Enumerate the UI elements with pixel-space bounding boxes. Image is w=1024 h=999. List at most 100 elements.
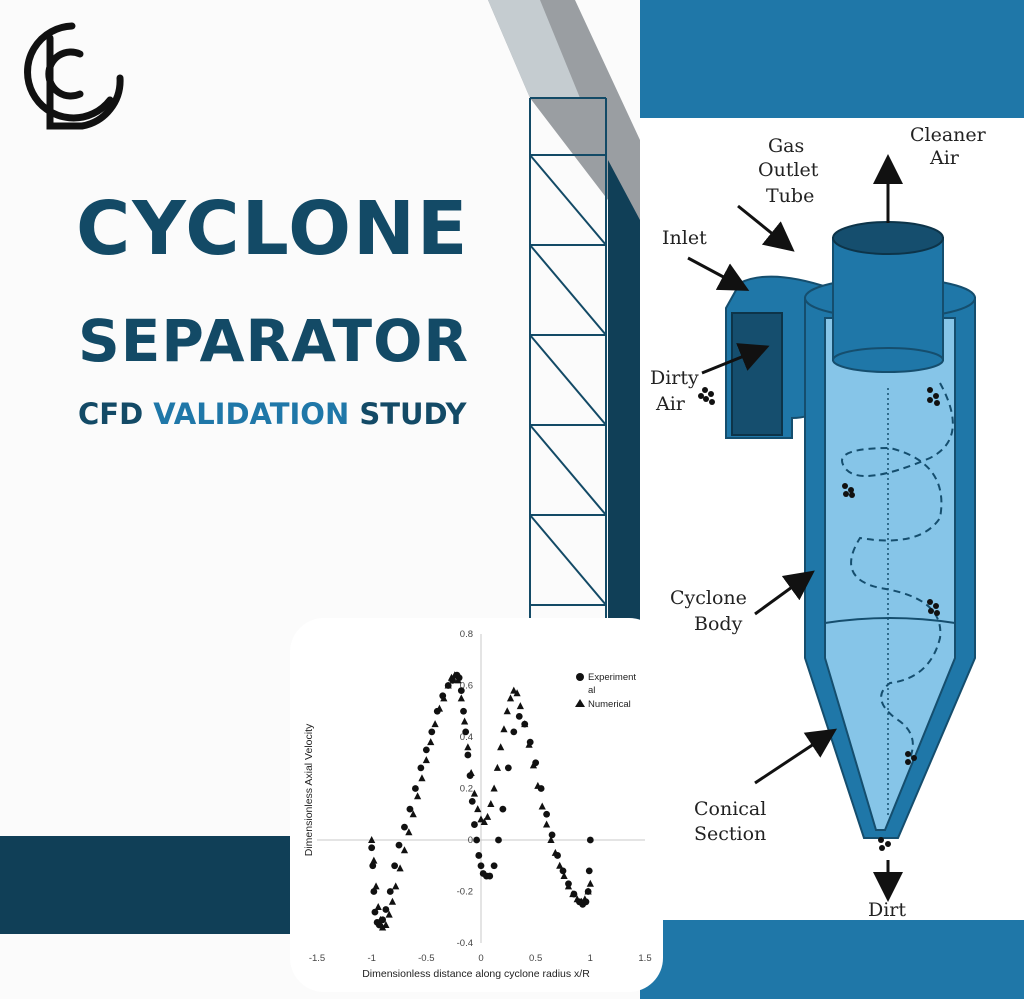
data-point-numerical	[444, 681, 452, 689]
cyclone-diagram: Gas Outlet Tube Cleaner Air Inlet Dirty …	[650, 124, 987, 920]
y-tick-label: 0.2	[460, 784, 473, 795]
conical-section-pointer	[754, 728, 838, 785]
label-cleaner-2: Air	[929, 147, 960, 169]
data-point-numerical	[385, 910, 393, 918]
data-point-numerical	[497, 743, 505, 751]
x-tick-label: -1	[367, 953, 375, 964]
data-point-numerical	[392, 882, 400, 890]
bottom-left-color-band	[0, 836, 290, 934]
data-point-numerical	[547, 836, 555, 843]
data-point-numerical	[435, 704, 444, 712]
data-point-experimental	[457, 687, 465, 695]
label-conical-1: Conical	[694, 798, 766, 820]
data-point-experimental	[499, 805, 507, 813]
light-diagonal-strip	[488, 0, 580, 98]
x-tick-label: 1	[588, 953, 593, 964]
data-point-numerical	[454, 676, 462, 684]
data-point-numerical	[480, 817, 488, 825]
decorative-tower	[488, 0, 640, 660]
data-point-numerical	[483, 812, 492, 820]
data-point-numerical	[413, 792, 422, 800]
data-point-numerical	[538, 802, 546, 810]
data-point-experimental	[460, 707, 467, 715]
data-point-numerical	[422, 756, 430, 764]
data-point-experimental	[428, 728, 436, 736]
data-point-experimental	[422, 746, 430, 754]
cyclone-body-pointer	[754, 570, 815, 616]
data-point-numerical	[470, 789, 479, 797]
data-point-numerical	[405, 828, 413, 836]
inlet-pointer	[687, 256, 750, 291]
data-point-numerical	[467, 769, 475, 777]
data-point-experimental	[585, 867, 593, 875]
data-point-numerical	[521, 720, 529, 728]
data-point-numerical	[573, 895, 581, 903]
gas-outlet-pointer	[737, 204, 795, 252]
data-point-numerical	[551, 848, 559, 856]
data-point-numerical	[487, 799, 495, 807]
data-point-numerical	[510, 686, 518, 694]
data-point-numerical	[370, 856, 378, 864]
data-point-numerical	[543, 820, 551, 828]
chart-y-axis-label: Dimensionless Axial Velocity	[303, 723, 315, 856]
y-tick-label: 0	[468, 835, 473, 846]
label-cleaner-1: Cleaner	[910, 124, 987, 146]
legend-experimental-line-2: al	[588, 685, 595, 696]
data-point-numerical	[506, 694, 515, 702]
data-point-experimental	[486, 872, 494, 880]
data-point-experimental	[471, 821, 478, 828]
cf-monogram-logo-icon	[24, 22, 124, 130]
data-point-experimental	[475, 852, 483, 859]
label-dirt: Dirt	[868, 899, 906, 920]
y-tick-label: -0.2	[457, 887, 473, 898]
data-point-numerical	[556, 861, 564, 869]
data-point-numerical	[503, 707, 511, 715]
chart-points	[368, 671, 594, 931]
data-point-numerical	[477, 815, 485, 823]
data-point-experimental	[464, 751, 472, 759]
data-point-numerical	[586, 879, 594, 887]
data-point-experimental	[386, 888, 394, 895]
data-point-numerical	[427, 738, 435, 746]
data-point-numerical	[376, 915, 385, 923]
data-point-experimental	[382, 906, 390, 913]
data-point-numerical	[513, 689, 521, 697]
data-point-experimental	[412, 785, 419, 792]
x-tick-label: 1.5	[638, 953, 651, 964]
data-point-numerical	[493, 763, 501, 771]
data-point-numerical	[490, 784, 498, 792]
series-numerical	[368, 671, 594, 931]
inlet-opening	[731, 312, 783, 436]
top-right-color-band	[640, 0, 1024, 118]
data-point-numerical	[516, 702, 524, 710]
subtitle-highlight: VALIDATION	[153, 397, 350, 431]
data-point-numerical	[461, 717, 469, 725]
data-point-numerical	[525, 740, 533, 748]
label-body-2: Body	[694, 613, 743, 635]
legend-numerical: Numerical	[588, 699, 631, 710]
subtitle: CFD VALIDATION STUDY	[78, 400, 467, 429]
legend-experimental-line-1: Experiment	[588, 672, 636, 683]
y-tick-label: 0.6	[460, 681, 473, 692]
data-point-numerical	[409, 810, 417, 818]
data-point-experimental	[515, 713, 523, 720]
data-point-numerical	[440, 694, 448, 702]
data-point-experimental	[495, 836, 502, 844]
label-dirty-2: Air	[655, 393, 686, 415]
data-point-numerical	[451, 671, 459, 679]
y-tick-label: 0.8	[460, 629, 473, 640]
data-point-numerical	[569, 890, 577, 898]
data-point-numerical	[396, 864, 404, 872]
label-gas-outlet-2: Outlet	[758, 159, 819, 181]
data-point-experimental	[391, 862, 399, 870]
label-gas-outlet-1: Gas	[768, 135, 804, 157]
data-point-numerical	[529, 761, 538, 769]
legend-marker-experimental	[576, 673, 584, 681]
lattice-frame	[529, 97, 607, 660]
gas-outlet-tube	[832, 237, 944, 361]
label-gas-outlet-3: Tube	[766, 185, 814, 207]
label-dirty-1: Dirty	[650, 367, 699, 389]
data-point-experimental	[543, 810, 550, 818]
y-tick-label: 0.4	[460, 732, 473, 743]
